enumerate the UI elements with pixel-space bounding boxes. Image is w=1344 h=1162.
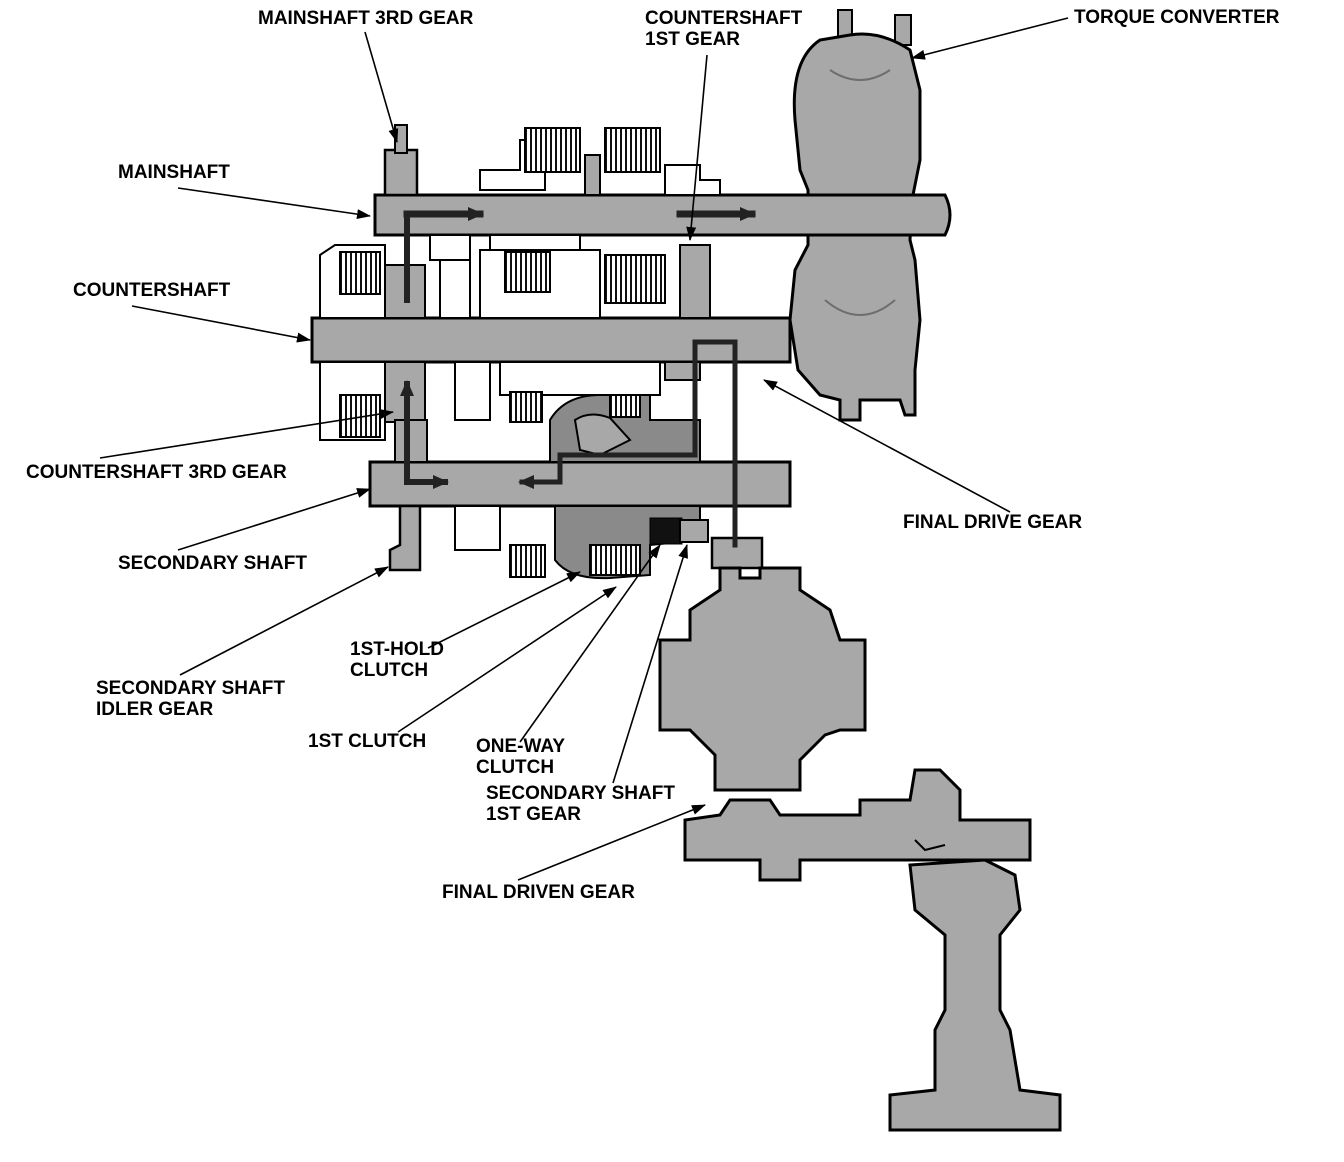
label-secondary-shaft-idler-gear: SECONDARY SHAFT IDLER GEAR	[96, 678, 285, 720]
label-countershaft-1st-gear: COUNTERSHAFT 1ST GEAR	[645, 8, 803, 50]
label-countershaft: COUNTERSHAFT	[73, 280, 231, 301]
leader-lines	[99, 17, 1069, 881]
label-1st-hold-clutch: 1ST-HOLD CLUTCH	[350, 639, 444, 681]
power-flow-path	[400, 207, 756, 548]
label-final-drive-gear: FINAL DRIVE GEAR	[903, 512, 1083, 533]
label-secondary-shaft: SECONDARY SHAFT	[118, 553, 307, 574]
mainshaft-assembly	[373, 124, 952, 261]
label-mainshaft: MAINSHAFT	[118, 162, 230, 183]
label-1st-clutch: 1ST CLUTCH	[308, 731, 427, 752]
final-driven-gear	[658, 536, 1062, 1132]
label-final-driven-gear: FINAL DRIVEN GEAR	[442, 882, 635, 903]
label-secondary-shaft-1st-gear: SECONDARY SHAFT 1ST GEAR	[486, 783, 675, 825]
label-torque-converter: TORQUE CONVERTER	[1074, 7, 1280, 28]
label-mainshaft-3rd-gear: MAINSHAFT 3RD GEAR	[258, 8, 474, 29]
label-one-way-clutch: ONE-WAY CLUTCH	[476, 736, 566, 778]
label-countershaft-3rd-gear: COUNTERSHAFT 3RD GEAR	[26, 462, 287, 483]
